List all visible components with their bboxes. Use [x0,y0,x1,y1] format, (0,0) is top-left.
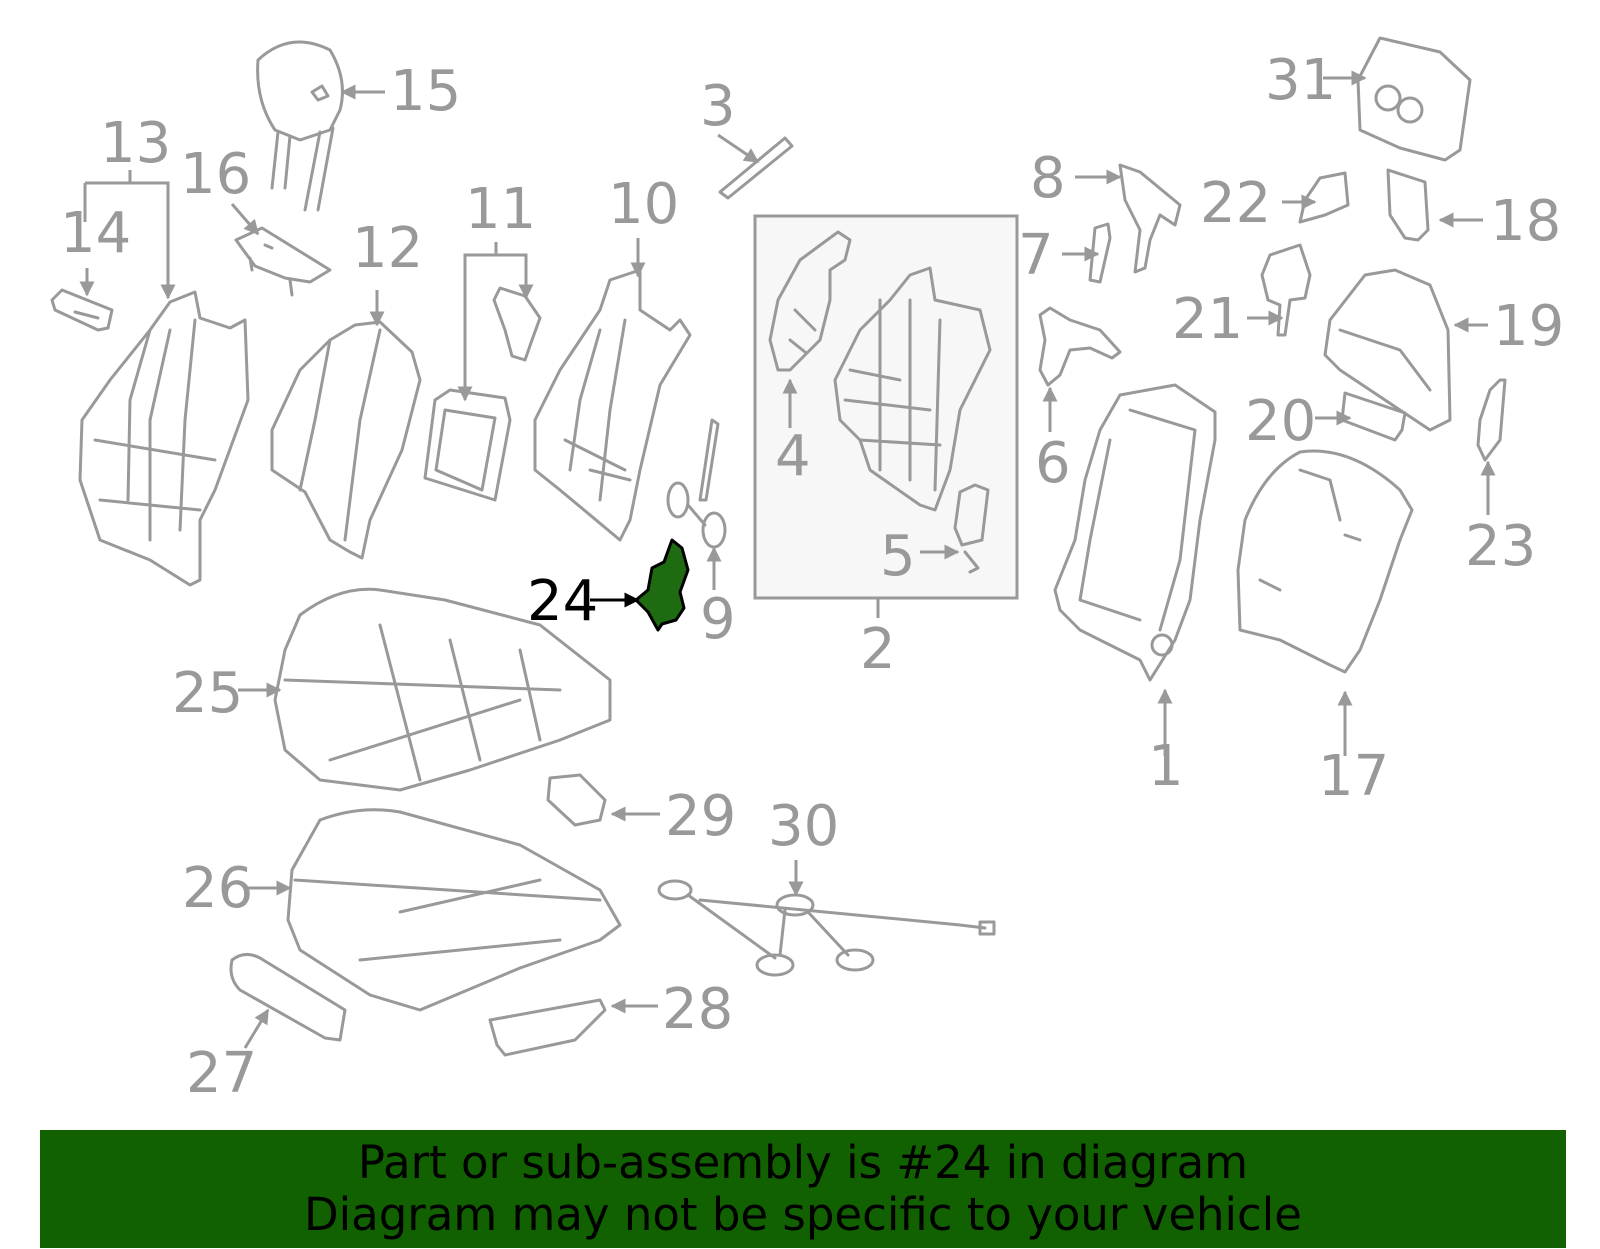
part-17-back-panel [1236,449,1414,674]
part-1-seat-frame [1053,383,1217,682]
part-31-control-unit [1356,36,1472,162]
banner-line-2: Diagram may not be specific to your vehi… [304,1188,1302,1241]
label-3: 3 [700,74,736,139]
label-15: 15 [390,59,461,124]
label-6: 6 [1035,431,1071,496]
banner-line-1: Part or sub-assembly is #24 in diagram [357,1136,1249,1189]
part-7-pin [1088,222,1112,284]
part-5-module [953,483,990,574]
part-22-cover [1298,171,1350,224]
parts-diagram: 1 2 3 4 5 6 7 8 9 10 11 12 13 14 15 16 1… [50,36,1564,1106]
part-2-backrest-support [833,266,992,512]
part-16-trim [234,226,332,297]
part-21-bracket [1260,243,1312,337]
label-8: 8 [1030,146,1066,211]
group-2-box [753,214,1019,600]
part-12-backrest-panel [270,320,422,560]
part-24-highlighted[interactable] [634,538,690,632]
label-20: 20 [1245,389,1316,454]
part-25-seat-cover [273,587,612,792]
label-26: 26 [182,856,253,921]
label-29: 29 [665,784,736,849]
label-9: 9 [700,587,736,652]
label-19: 19 [1493,294,1564,359]
label-22: 22 [1200,171,1271,236]
part-23-bracket [1476,378,1507,462]
part-18-plate [1386,168,1430,242]
part-27-trim-strip [229,953,347,1042]
label-16: 16 [180,142,251,207]
label-13: 13 [100,111,171,176]
part-20-part [1340,391,1407,442]
label-4: 4 [775,424,811,489]
label-12: 12 [352,216,423,281]
label-25: 25 [172,661,243,726]
leader-lines [79,70,1496,1049]
label-5: 5 [880,524,916,589]
part-11-lumbar [423,286,542,502]
part-6-mechanism [1038,306,1122,387]
label-2: 2 [860,617,896,682]
part-19-housing [1323,268,1452,432]
part-10-back-frame [533,268,692,542]
part-30-sensor-mat [657,879,996,977]
label-28: 28 [662,977,733,1042]
label-27: 27 [186,1041,257,1106]
info-banner: Part or sub-assembly is #24 in diagram D… [40,1130,1566,1248]
part-13-backrest-cover [78,290,250,587]
part-8-bracket [1118,163,1182,274]
label-21: 21 [1172,287,1243,352]
part-9-connector [666,418,727,549]
label-30: 30 [768,794,839,859]
label-10: 10 [608,172,679,237]
label-23: 23 [1465,514,1536,579]
label-11: 11 [465,177,536,242]
part-14-clip [50,288,114,332]
label-31: 31 [1265,48,1336,113]
label-24: 24 [527,569,598,634]
part-28-trim [488,998,607,1057]
part-3-rod [718,136,794,200]
part-15-headrest [256,40,344,212]
label-7: 7 [1018,223,1054,288]
part-29-bracket [546,773,607,827]
label-18: 18 [1490,189,1561,254]
label-1: 1 [1148,734,1184,799]
label-17: 17 [1318,744,1389,809]
part-26-seat-cushion [286,808,622,1012]
label-14: 14 [60,201,131,266]
part-4-bracket [768,230,852,372]
part-number-labels: 1 2 3 4 5 6 7 8 9 10 11 12 13 14 15 16 1… [60,48,1564,1106]
